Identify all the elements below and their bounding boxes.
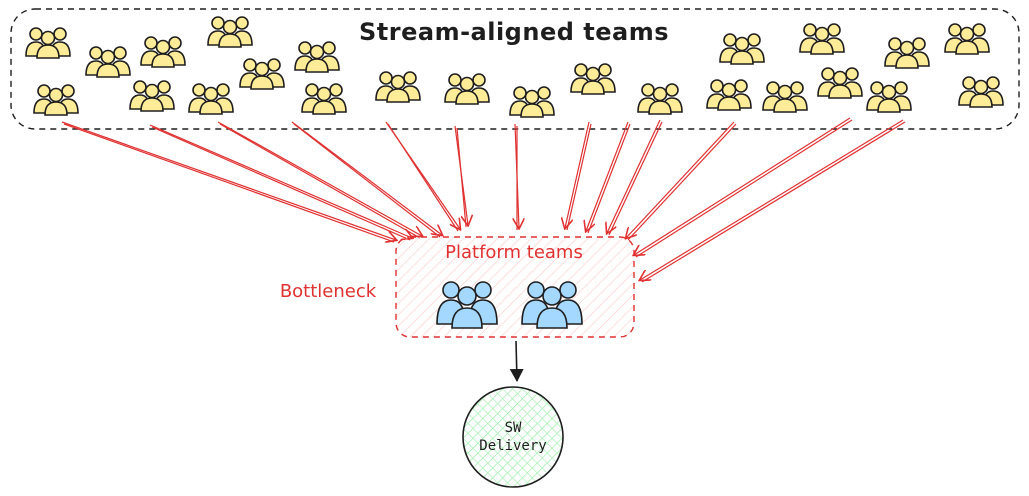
people-group-icon	[521, 281, 583, 329]
people-group-icon	[958, 76, 1004, 108]
people-group-icon	[188, 83, 234, 115]
people-group-icon	[719, 33, 765, 65]
people-group-icon	[129, 80, 175, 112]
people-group-icon	[509, 86, 555, 118]
people-group-icon	[25, 27, 71, 59]
delivery-label-line2: Delivery	[479, 438, 546, 454]
people-group-icon	[884, 37, 930, 69]
people-group-icon	[85, 46, 131, 78]
people-group-icon	[799, 23, 845, 55]
people-group-icon	[239, 58, 285, 90]
people-group-icon	[817, 67, 863, 99]
delivery-label-line1: SW	[505, 420, 522, 436]
people-group-icon	[762, 81, 808, 113]
bottleneck-label: Bottleneck	[280, 281, 377, 302]
people-group-icon	[301, 83, 347, 115]
people-group-icon	[375, 71, 421, 103]
people-group-icon	[140, 36, 186, 68]
delivery-arrow	[509, 340, 524, 382]
request-arrows	[61, 117, 906, 283]
people-group-icon	[570, 63, 616, 95]
sw-delivery-node	[462, 386, 564, 488]
people-group-icon	[294, 41, 340, 73]
people-group-icon	[706, 79, 752, 111]
people-group-icon	[637, 83, 683, 115]
people-group-icon	[207, 16, 253, 48]
people-group-icon	[944, 23, 990, 55]
people-group-icon	[444, 73, 490, 105]
people-group-icon	[33, 84, 79, 116]
people-group-icon	[866, 81, 912, 113]
platform-teams-label: Platform teams	[445, 242, 583, 263]
people-group-icon	[436, 281, 498, 329]
stream-aligned-label: Stream-aligned teams	[359, 18, 669, 46]
